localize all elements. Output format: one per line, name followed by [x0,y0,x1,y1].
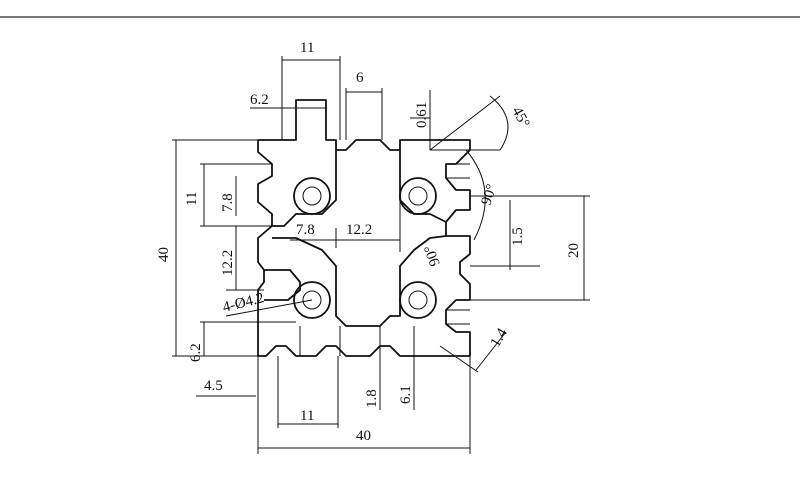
label-left-inner: 7.8 [220,193,236,212]
hole-bottom-left [293,281,331,319]
header-rule [0,16,800,18]
hole-top-left [293,177,331,215]
label-right-half: 20 [566,243,582,258]
holes [293,177,437,319]
profile-outline [257,99,471,357]
label-center-width: 12.2 [346,222,372,238]
label-angle-90: 90° [479,182,501,207]
dimension-labels: 11 6 6.2 0.61 45° 90° 90° 11 7.8 7.8 12.… [156,40,582,444]
label-center-offset: 7.8 [296,222,315,238]
label-bottom-inner: 6.1 [398,385,414,404]
label-bottom-thin: 1.8 [364,389,380,408]
hole-bottom-right [399,281,437,319]
label-angle-90b: 90° [422,243,444,268]
hole-top-right [399,177,437,215]
label-left-center: 12.2 [220,250,236,276]
label-holes: 4-Ø4.2 [221,290,266,316]
label-right-small: 1.5 [510,227,526,246]
label-corner-fillet: 1.4 [488,325,511,350]
label-angle-45: 45° [508,104,532,130]
dimension-lines [172,56,590,454]
label-left-slot-width: 11 [184,192,200,206]
label-overall-width: 40 [356,428,371,444]
label-slot-wall: 6.2 [250,92,269,108]
label-top-slot-width: 11 [300,40,314,56]
label-bottom-slot-width: 11 [300,408,314,424]
label-lip-thickness: 0.61 [414,102,430,128]
label-top-inner-width: 6 [356,70,364,86]
label-bottom-left-wall: 6.2 [188,343,204,362]
label-bottom-offset: 4.5 [204,378,223,394]
label-overall-height: 40 [156,247,172,262]
